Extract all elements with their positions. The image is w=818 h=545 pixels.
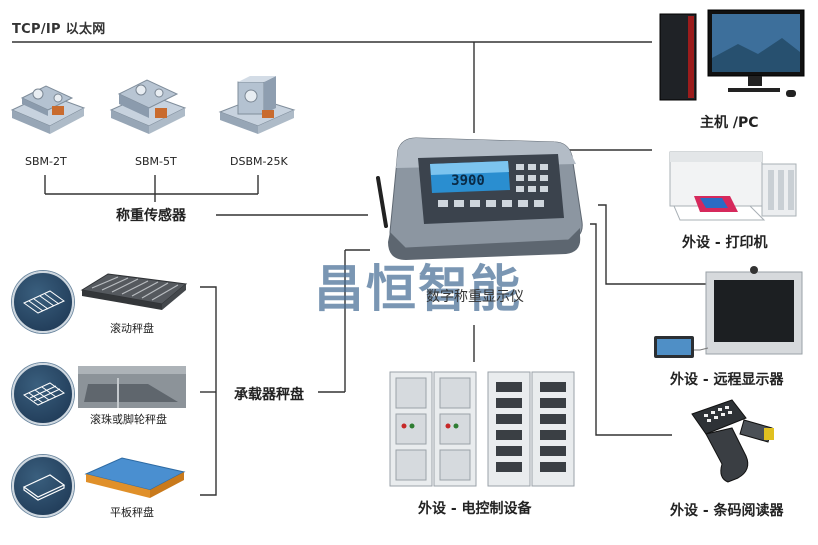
remote-display-label: 外设 - 远程显示器 bbox=[670, 372, 784, 388]
ball-platform-image bbox=[78, 366, 186, 408]
roller-platform-image bbox=[80, 273, 188, 310]
barcode-label: 外设 - 条码阅读器 bbox=[670, 503, 784, 519]
platforms-group-label: 承载器秤盘 bbox=[234, 387, 304, 403]
screen-readout: 3900 bbox=[451, 173, 485, 189]
sensor-label-sbm-5t: SBM-5T bbox=[135, 155, 177, 168]
platform-label-flat: 平板秤盘 bbox=[110, 506, 154, 519]
platform-label-roller: 滚动秤盘 bbox=[110, 322, 154, 335]
control-cabinets-image bbox=[389, 371, 575, 487]
flat-platform-image bbox=[84, 457, 186, 498]
sensor-sbm-2t-image bbox=[10, 85, 86, 134]
remote-display-image bbox=[654, 266, 803, 358]
barcode-reader-image bbox=[691, 399, 774, 483]
host-pc-image bbox=[659, 9, 805, 101]
sensor-sbm-5t-image bbox=[109, 79, 187, 134]
sensors-group-label: 称重传感器 bbox=[116, 208, 186, 224]
ball-grid-icon bbox=[23, 382, 65, 406]
platform-icon-ball bbox=[12, 363, 74, 425]
sensor-label-sbm-2t: SBM-2T bbox=[25, 155, 67, 168]
host-label: 主机 /PC bbox=[700, 115, 759, 131]
weighing-indicator-image: 3900 bbox=[376, 137, 583, 260]
roller-grid-icon bbox=[23, 290, 65, 314]
control-label: 外设 - 电控制设备 bbox=[418, 501, 532, 517]
platform-icon-roller bbox=[12, 271, 74, 333]
sensor-label-dsbm-25k: DSBM-25K bbox=[230, 155, 288, 168]
printer-image bbox=[669, 151, 797, 221]
watermark: 昌恒智能 bbox=[314, 259, 522, 318]
platform-icon-flat bbox=[12, 455, 74, 517]
platform-label-ball: 滚珠或脚轮秤盘 bbox=[90, 413, 167, 426]
network-label: TCP/IP 以太网 bbox=[12, 22, 106, 37]
indicator-caption: 数字称重显示仪 bbox=[426, 289, 524, 305]
sensor-dsbm-25k-image bbox=[218, 76, 296, 134]
flat-plate-icon bbox=[22, 474, 66, 501]
printer-label: 外设 - 打印机 bbox=[682, 235, 768, 251]
